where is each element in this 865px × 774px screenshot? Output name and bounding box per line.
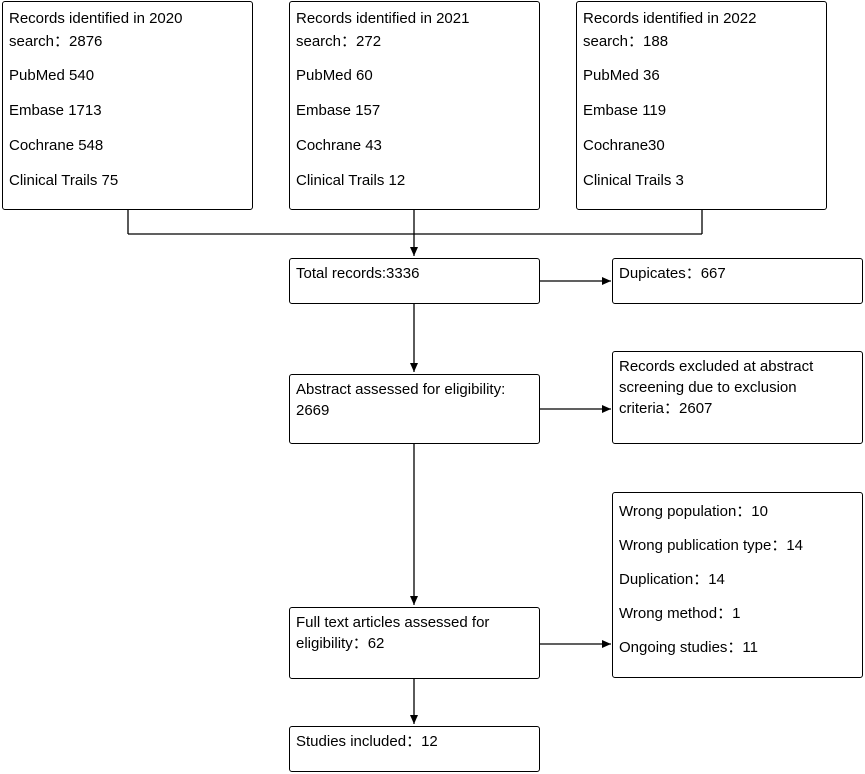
studies-included-box: Studies included：12 xyxy=(289,726,540,772)
duplicates-box: Dupicates：667 xyxy=(612,258,863,304)
studies-included-text: Studies included：12 xyxy=(296,733,438,750)
search-2021-total: search：272 xyxy=(296,33,382,50)
search-2022-embase: Embase 119 xyxy=(583,102,667,119)
search-2021-cochrane: Cochrane 43 xyxy=(296,137,382,154)
search-2020-box: Records identified in 2020 search：2876 P… xyxy=(2,1,253,210)
search-2022-cochrane: Cochrane30 xyxy=(583,137,665,154)
abstract-line-2: 2669 xyxy=(296,402,330,419)
reason-population: Wrong population：10 xyxy=(619,503,768,520)
reason-publication-type: Wrong publication type：14 xyxy=(619,537,803,554)
fulltext-box: Full text articles assessed for eligibil… xyxy=(289,607,540,679)
search-2020-title: Records identified in 2020 xyxy=(9,10,183,27)
excluded-box: Records excluded at abstract screening d… xyxy=(612,351,863,444)
search-2020-total: search：2876 xyxy=(9,33,103,50)
search-2022-title: Records identified in 2022 xyxy=(583,10,757,27)
search-2020-clinical: Clinical Trails 75 xyxy=(9,172,119,189)
search-2022-pubmed: PubMed 36 xyxy=(583,67,660,84)
search-2021-box: Records identified in 2021 search：272 Pu… xyxy=(289,1,540,210)
reason-method: Wrong method：1 xyxy=(619,605,741,622)
search-2021-title: Records identified in 2021 xyxy=(296,10,470,27)
abstract-line-1: Abstract assessed for eligibility: xyxy=(296,381,506,398)
search-2021-embase: Embase 157 xyxy=(296,102,381,119)
fulltext-line-1: Full text articles assessed for xyxy=(296,614,490,631)
excluded-line-1: Records excluded at abstract xyxy=(619,358,814,375)
reason-duplication: Duplication：14 xyxy=(619,571,725,588)
total-records-text: Total records:3336 xyxy=(296,265,420,282)
search-2020-embase: Embase 1713 xyxy=(9,102,102,119)
duplicates-text: Dupicates：667 xyxy=(619,265,726,282)
search-2021-clinical: Clinical Trails 12 xyxy=(296,172,406,189)
excluded-line-3: criteria：2607 xyxy=(619,400,713,417)
search-2021-pubmed: PubMed 60 xyxy=(296,67,373,84)
search-2022-total: search：188 xyxy=(583,33,669,50)
fulltext-line-2: eligibility：62 xyxy=(296,635,385,652)
search-2020-cochrane: Cochrane 548 xyxy=(9,137,104,154)
reason-ongoing: Ongoing studies：11 xyxy=(619,639,758,656)
search-2020-pubmed: PubMed 540 xyxy=(9,67,95,84)
total-records-box: Total records:3336 xyxy=(289,258,540,304)
excluded-line-2: screening due to exclusion xyxy=(619,379,797,396)
exclusion-reasons-box: Wrong population：10 Wrong publication ty… xyxy=(612,492,863,678)
abstract-box: Abstract assessed for eligibility: 2669 xyxy=(289,374,540,444)
search-2022-clinical: Clinical Trails 3 xyxy=(583,172,684,189)
search-2022-box: Records identified in 2022 search：188 Pu… xyxy=(576,1,827,210)
